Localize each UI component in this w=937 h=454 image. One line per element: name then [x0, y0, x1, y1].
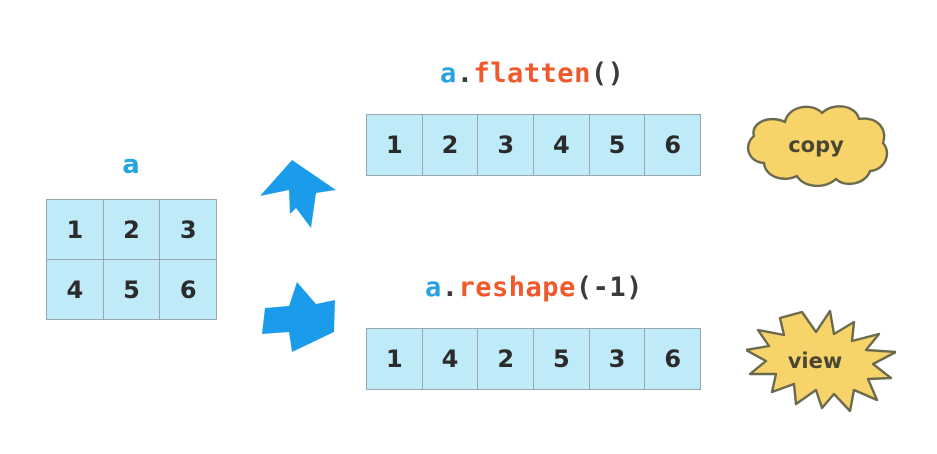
- reshape-array: 1 4 2 5 3 6: [366, 328, 701, 390]
- matrix-cell: 6: [159, 259, 217, 320]
- matrix-cell: 4: [46, 259, 104, 320]
- flatten-cell: 1: [366, 114, 423, 176]
- flatten-cell: 2: [421, 114, 479, 176]
- reshape-cell: 6: [644, 328, 701, 390]
- reshape-caption-args: (-1): [575, 272, 643, 303]
- reshape-cell: 4: [421, 328, 479, 390]
- reshape-caption: a.reshape(-1): [425, 274, 643, 301]
- reshape-caption-dot: .: [441, 272, 459, 303]
- flatten-array: 1 2 3 4 5 6: [366, 114, 701, 176]
- arrow-to-reshape-icon: [256, 276, 342, 356]
- reshape-cell: 2: [477, 328, 534, 390]
- flatten-cell: 5: [588, 114, 646, 176]
- copy-badge: copy: [740, 100, 892, 192]
- matrix-cell: 1: [46, 199, 104, 260]
- reshape-cell: 5: [533, 328, 590, 390]
- matrix-cell: 5: [102, 259, 161, 320]
- matrix-cell: 2: [102, 199, 161, 260]
- flatten-cell: 3: [477, 114, 534, 176]
- flatten-caption: a.flatten(): [440, 60, 624, 87]
- matrix-label-a: a: [122, 150, 140, 180]
- reshape-cell: 3: [588, 328, 646, 390]
- view-badge: view: [744, 308, 898, 413]
- flatten-caption-variable: a: [440, 58, 457, 89]
- arrow-to-flatten-icon: [256, 156, 342, 236]
- reshape-caption-variable: a: [425, 272, 442, 303]
- flatten-caption-dot: .: [456, 58, 474, 89]
- flatten-cell: 4: [533, 114, 590, 176]
- reshape-cell: 1: [366, 328, 423, 390]
- matrix-a: 1 2 3 4 5 6: [46, 199, 217, 320]
- reshape-caption-method: reshape: [458, 272, 576, 303]
- flatten-caption-args: (): [590, 58, 625, 89]
- matrix-cell: 3: [159, 199, 217, 260]
- flatten-cell: 6: [644, 114, 701, 176]
- flatten-caption-method: flatten: [473, 58, 591, 89]
